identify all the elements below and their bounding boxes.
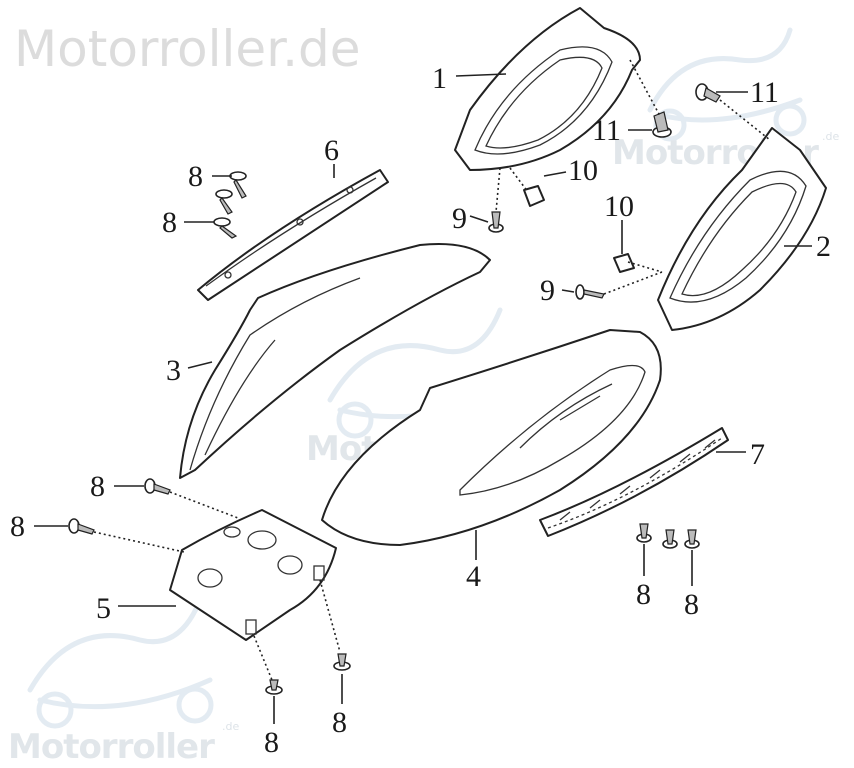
label-9: 9 xyxy=(452,202,467,235)
label-5: 5 xyxy=(96,592,111,625)
screw-icon xyxy=(652,111,672,138)
leader-lines xyxy=(34,73,812,724)
label-10: 10 xyxy=(568,154,598,187)
label-8: 8 xyxy=(684,588,699,621)
part-7-grille xyxy=(539,427,729,537)
screw-icon xyxy=(215,189,233,215)
watermark-layer: Motorroller.de Motorroller .de Motorroll… xyxy=(8,20,839,767)
part-1-side-panel xyxy=(454,7,641,171)
assembly-lines xyxy=(93,59,771,681)
label-8: 8 xyxy=(332,706,347,739)
screw-icon xyxy=(636,523,652,543)
label-6: 6 xyxy=(324,134,339,167)
watermark-top-left: Motorroller.de xyxy=(14,20,361,78)
label-9: 9 xyxy=(540,274,555,307)
screw-icon xyxy=(695,83,721,103)
screw-icon xyxy=(229,171,247,199)
label-11: 11 xyxy=(592,114,621,147)
screw-icon xyxy=(213,217,238,239)
watermark-scooter-logo xyxy=(647,27,807,142)
fasteners xyxy=(68,83,721,695)
part-3-inner-panel xyxy=(179,243,491,479)
label-3: 3 xyxy=(166,354,181,387)
label-7: 7 xyxy=(750,438,765,471)
label-8: 8 xyxy=(10,510,25,543)
part-5-bracket xyxy=(169,509,337,641)
watermark-suffix: .de xyxy=(222,720,239,733)
screw-icon xyxy=(68,518,95,535)
label-4: 4 xyxy=(466,560,481,593)
label-10: 10 xyxy=(604,190,634,223)
label-8: 8 xyxy=(264,726,279,759)
part-4-main-panel xyxy=(321,329,662,546)
screw-icon xyxy=(575,284,605,300)
screw-icon xyxy=(488,211,504,233)
part-6-rail xyxy=(197,169,389,301)
label-8: 8 xyxy=(162,206,177,239)
label-8: 8 xyxy=(188,160,203,193)
callout-labels: 1 2 3 4 5 6 7 8 8 8 8 8 8 8 8 9 9 10 10 … xyxy=(10,62,831,759)
part-10-clip xyxy=(523,185,635,273)
screw-icon xyxy=(144,478,171,495)
screw-icon xyxy=(662,529,678,549)
label-8: 8 xyxy=(636,578,651,611)
label-8: 8 xyxy=(90,470,105,503)
part-2-side-panel xyxy=(657,127,827,331)
label-2: 2 xyxy=(816,230,831,263)
label-11: 11 xyxy=(750,76,779,109)
watermark-suffix: .de xyxy=(822,130,839,143)
screw-icon xyxy=(684,529,700,549)
watermark-text: Motorroller xyxy=(8,727,215,767)
label-1: 1 xyxy=(432,62,447,95)
screw-icon xyxy=(333,653,351,671)
screw-icon xyxy=(265,679,283,695)
watermark-scooter-logo xyxy=(27,597,214,729)
